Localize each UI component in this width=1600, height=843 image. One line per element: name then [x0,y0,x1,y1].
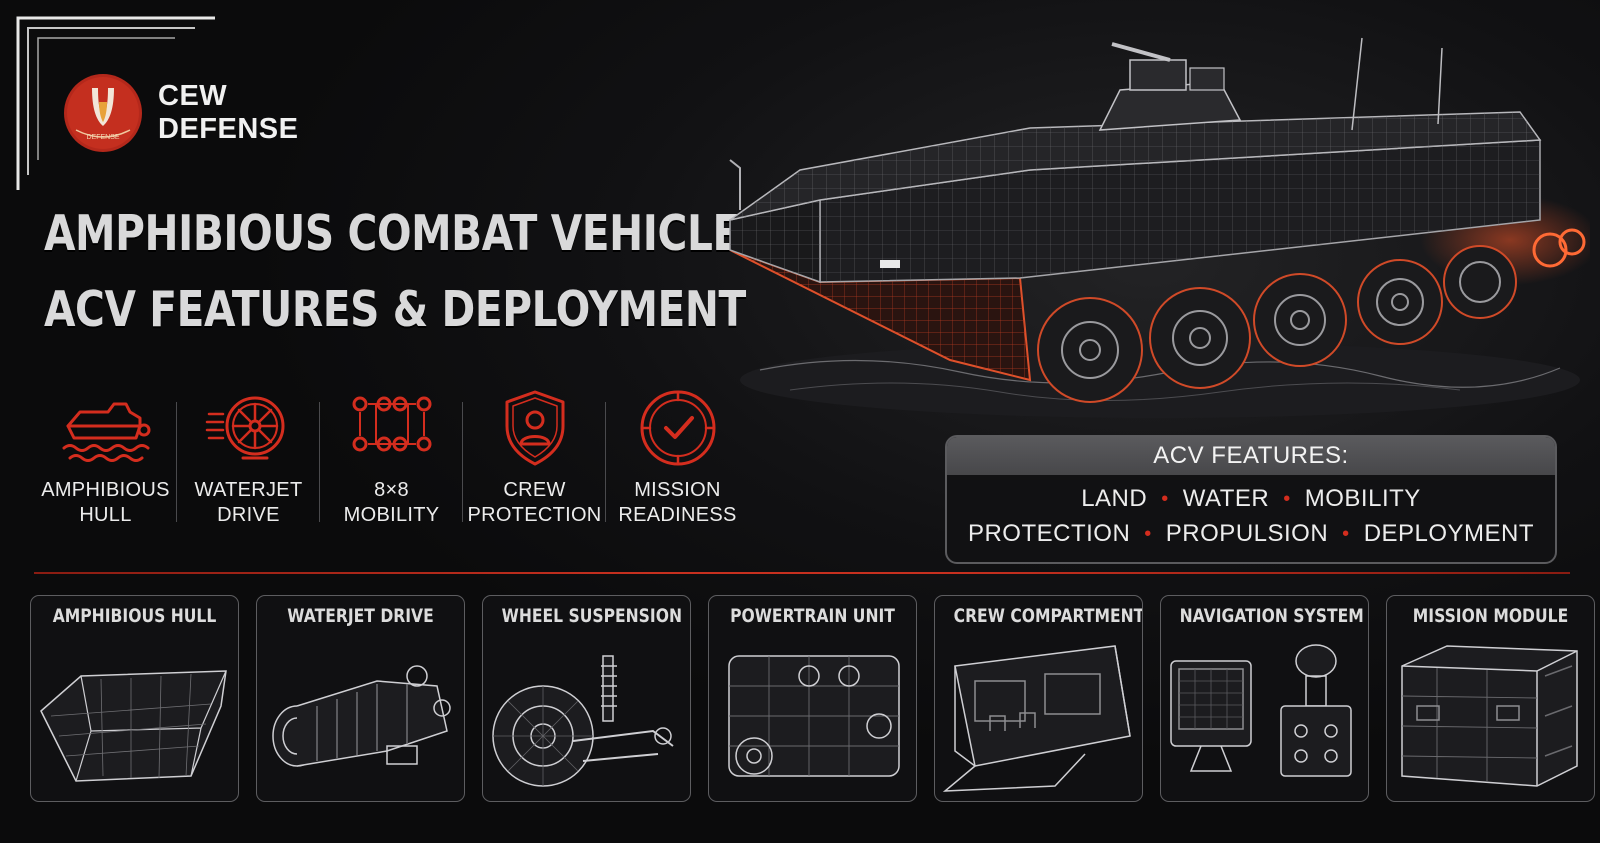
engine-illustration-icon [728,655,900,777]
navigation-illustration-icon [1170,644,1352,777]
crew-protection-icon [505,390,564,466]
acv-feature-item: WATER [1182,485,1270,512]
component-card-wheel-suspension: WHEEL SUSPENSION [482,595,691,802]
waterjet-illustration-icon [272,665,451,767]
feature-amphibious-hull: AMPHIBIOUS HULL [34,388,177,536]
feature-label-line1: MISSION [634,479,721,501]
acv-features-row-2: PROTECTION • PROPULSION • DEPLOYMENT [947,520,1555,548]
feature-label-line1: CREW [503,479,566,501]
component-card-navigation-system: NAVIGATION SYSTEM [1160,595,1369,802]
8x8-mobility-icon [352,396,431,452]
component-card-title: AMPHIBIOUS HULL [52,605,217,627]
brand-name-line2: DEFENSE [158,113,299,145]
section-divider [34,572,1570,574]
feature-icons-row: AMPHIBIOUS HULL WATERJET DRIVE 8×8 MOBIL… [34,388,749,536]
component-card-title: POWERTRAIN UNIT [730,605,895,627]
acv-vehicle-illustration [729,37,1590,418]
acv-features-heading: ACV FEATURES: [947,437,1555,475]
brand-name-line1: CEW [158,80,228,112]
mission-readiness-icon [640,390,715,466]
feature-label-line2: PROTECTION [467,504,602,526]
feature-mission-readiness: MISSION READINESS [605,388,749,536]
feature-label-line1: 8×8 [374,479,409,501]
suspension-illustration-icon [492,655,674,787]
acv-feature-item: PROTECTION [967,520,1131,547]
cew-defense-emblem-icon: DEFENSE [64,74,142,152]
component-card-title: WATERJET DRIVE [287,605,434,627]
component-card-title: NAVIGATION SYSTEM [1179,605,1364,627]
component-card-powertrain-unit: POWERTRAIN UNIT [708,595,917,802]
module-illustration-icon [1401,645,1578,787]
feature-label-line1: WATERJET [194,479,303,501]
hull-illustration-icon [40,670,227,782]
acv-features-row-1: LAND • WATER • MOBILITY [947,485,1555,513]
acv-feature-item: LAND [1081,485,1148,512]
page-title: AMPHIBIOUS COMBAT VEHICLE: ACV FEATURES … [44,196,756,348]
feature-label-line1: AMPHIBIOUS [41,479,170,501]
separator-dot: • [1342,522,1350,545]
acv-features-panel: ACV FEATURES: LAND • WATER • MOBILITY PR… [945,435,1557,564]
separator-dot: • [1283,487,1291,510]
waterjet-drive-icon [205,396,284,460]
compartment-illustration-icon [942,645,1131,792]
acv-feature-item: DEPLOYMENT [1363,520,1535,547]
component-card-waterjet-drive: WATERJET DRIVE [256,595,465,802]
brand-logo: DEFENSE CEW DEFENSE [62,72,298,154]
component-card-crew-compartment: CREW COMPARTMENT [934,595,1143,802]
component-card-title: MISSION MODULE [1412,605,1569,627]
acv-feature-item: PROPULSION [1165,520,1329,547]
separator-dot: • [1161,487,1169,510]
wheel [1037,297,1143,403]
feature-label-line2: DRIVE [217,504,280,526]
component-cards: AMPHIBIOUS HULL WATERJET DRIVE WHEEL SUS… [30,595,1595,802]
component-card-title: WHEEL SUSPENSION [501,605,682,627]
amphibious-hull-icon [62,402,150,462]
component-card-title: CREW COMPARTMENT [953,605,1143,627]
logo-mark-text: DEFENSE [86,134,119,141]
corner-bracket-decoration [16,16,215,190]
separator-dot: • [1144,522,1152,545]
feature-label-line2: HULL [79,504,132,526]
feature-crew-protection: CREW PROTECTION [462,388,606,536]
component-card-amphibious-hull: AMPHIBIOUS HULL [30,595,239,802]
feature-label-line2: READINESS [618,504,737,526]
feature-label-line2: MOBILITY [343,504,440,526]
title-line1: AMPHIBIOUS COMBAT VEHICLE: [44,205,756,262]
component-card-mission-module: MISSION MODULE [1386,595,1595,802]
acv-feature-item: MOBILITY [1304,485,1421,512]
title-line2: ACV FEATURES & DEPLOYMENT [44,281,746,338]
feature-8x8-mobility: 8×8 MOBILITY [319,388,463,536]
feature-waterjet-drive: WATERJET DRIVE [176,388,320,536]
